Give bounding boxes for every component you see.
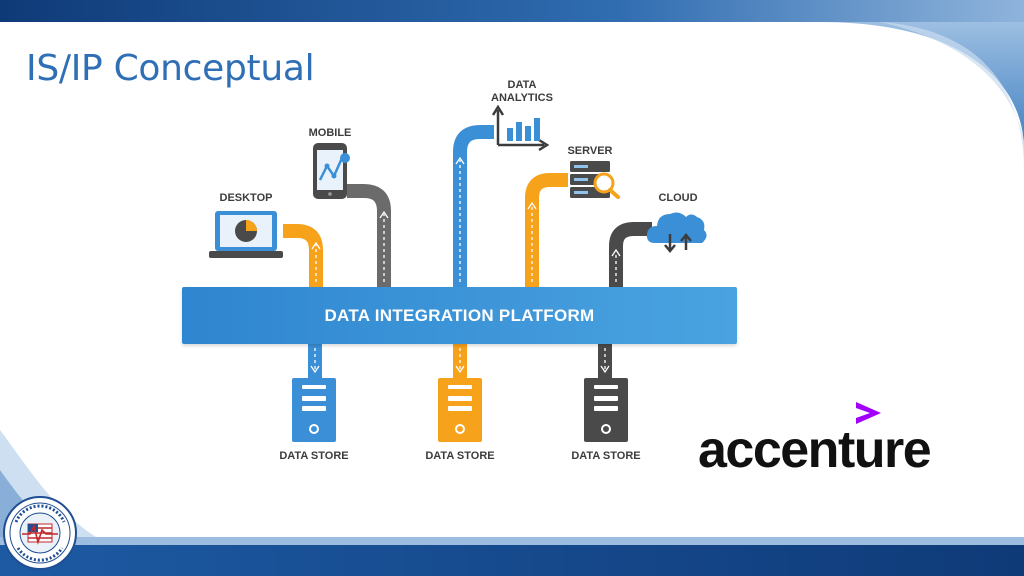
data-store-2-icon	[438, 378, 482, 442]
cloud-label: CLOUD	[658, 192, 698, 204]
data-store-1-icon	[292, 378, 336, 442]
data-integration-platform: DATA INTEGRATION PLATFORM	[182, 287, 737, 344]
platform-label: DATA INTEGRATION PLATFORM	[324, 305, 595, 325]
mobile-phone-icon	[313, 143, 350, 199]
top-band	[0, 0, 1024, 22]
desktop-label: DESKTOP	[219, 192, 273, 204]
cloud-transfer-icon	[646, 212, 707, 253]
data-store-1-label: DATA STORE	[279, 450, 349, 462]
data-store-3-label: DATA STORE	[571, 450, 641, 462]
agency-seal-logo	[3, 496, 77, 570]
server-label: SERVER	[567, 145, 613, 157]
slide-title: IS/IP Conceptual	[26, 48, 315, 89]
accenture-wordmark: accenture	[698, 421, 932, 479]
desktop-pie-chart-icon	[209, 211, 283, 258]
server-search-icon	[570, 161, 620, 199]
bottom-band	[0, 545, 1024, 576]
mobile-connector	[347, 184, 391, 287]
server-connector	[525, 173, 568, 287]
data-analytics-label: DATA ANALYTICS	[491, 79, 553, 104]
accenture-chevron-icon	[856, 402, 881, 424]
cloud-connector	[609, 222, 652, 287]
analytics-connector	[453, 125, 494, 287]
bar-chart-icon	[491, 104, 550, 152]
bottom-band-light	[0, 537, 1024, 545]
data-store-3-icon	[584, 378, 628, 442]
data-store-2-label: DATA STORE	[425, 450, 495, 462]
desktop-connector	[283, 224, 323, 287]
mobile-label: MOBILE	[308, 127, 352, 139]
